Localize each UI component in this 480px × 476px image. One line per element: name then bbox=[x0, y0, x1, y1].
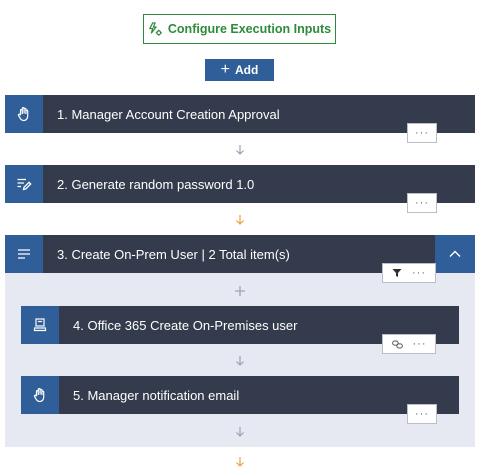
list-icon bbox=[18, 249, 30, 259]
plus-icon: + bbox=[220, 61, 230, 78]
filter-icon[interactable] bbox=[392, 268, 402, 278]
arrow-down-icon bbox=[236, 457, 244, 467]
add-inner-step[interactable] bbox=[232, 283, 248, 299]
more-icon: ··· bbox=[415, 407, 429, 420]
step-5-card[interactable]: 5. Manager notification email bbox=[21, 376, 459, 414]
link-icon[interactable] bbox=[391, 340, 403, 349]
configure-icon bbox=[148, 21, 162, 36]
more-icon[interactable]: ··· bbox=[412, 266, 426, 279]
step-5-more-button[interactable]: ··· bbox=[407, 404, 437, 424]
hand-icon bbox=[33, 388, 45, 403]
hand-icon bbox=[17, 107, 29, 122]
step-1-card[interactable]: 1. Manager Account Creation Approval bbox=[5, 95, 475, 133]
step-5-title: 5. Manager notification email bbox=[73, 387, 240, 403]
connector-arrow-5 bbox=[232, 454, 248, 470]
step-2-title: 2. Generate random password 1.0 bbox=[57, 176, 255, 192]
arrow-down-icon bbox=[236, 215, 244, 225]
step-4-icon-box bbox=[21, 306, 59, 344]
step-1-icon-box bbox=[5, 95, 43, 133]
step-3-title: 3. Create On-Prem User | 2 Total item(s) bbox=[57, 246, 290, 262]
step-5-icon-box bbox=[21, 376, 59, 414]
connector-arrow-2 bbox=[232, 212, 248, 228]
more-icon: ··· bbox=[415, 196, 429, 209]
step-1-title: 1. Manager Account Creation Approval bbox=[57, 106, 280, 122]
chevron-up-icon bbox=[449, 250, 461, 257]
step-2-card[interactable]: 2. Generate random password 1.0 bbox=[5, 165, 475, 203]
step-1-more-button[interactable]: ··· bbox=[407, 123, 437, 143]
step-2-icon-box bbox=[5, 165, 43, 203]
connector-arrow-3 bbox=[232, 353, 248, 369]
more-icon: ··· bbox=[415, 126, 429, 139]
arrow-down-icon bbox=[236, 356, 244, 366]
configure-execution-inputs-button[interactable]: Configure Execution Inputs bbox=[143, 14, 336, 44]
add-button[interactable]: + Add bbox=[205, 59, 274, 81]
plus-icon bbox=[235, 286, 245, 296]
configure-label: Configure Execution Inputs bbox=[167, 22, 332, 36]
arrow-down-icon bbox=[236, 427, 244, 437]
edit-list-icon bbox=[17, 178, 32, 191]
more-icon[interactable]: ··· bbox=[412, 337, 427, 350]
step-3-card[interactable]: 3. Create On-Prem User | 2 Total item(s) bbox=[5, 235, 475, 273]
step-4-actions[interactable]: ··· bbox=[382, 334, 436, 354]
computer-icon bbox=[33, 318, 47, 332]
add-label: Add bbox=[235, 63, 259, 77]
arrow-down-icon bbox=[236, 145, 244, 155]
connector-arrow-4 bbox=[232, 424, 248, 440]
step-2-more-button[interactable]: ··· bbox=[407, 193, 437, 213]
step-4-title: 4. Office 365 Create On-Premises user bbox=[73, 317, 298, 333]
connector-arrow-1 bbox=[232, 142, 248, 158]
step-3-icon-box bbox=[5, 235, 43, 273]
step-3-actions[interactable]: ··· bbox=[382, 263, 436, 283]
collapse-button[interactable] bbox=[435, 235, 475, 273]
